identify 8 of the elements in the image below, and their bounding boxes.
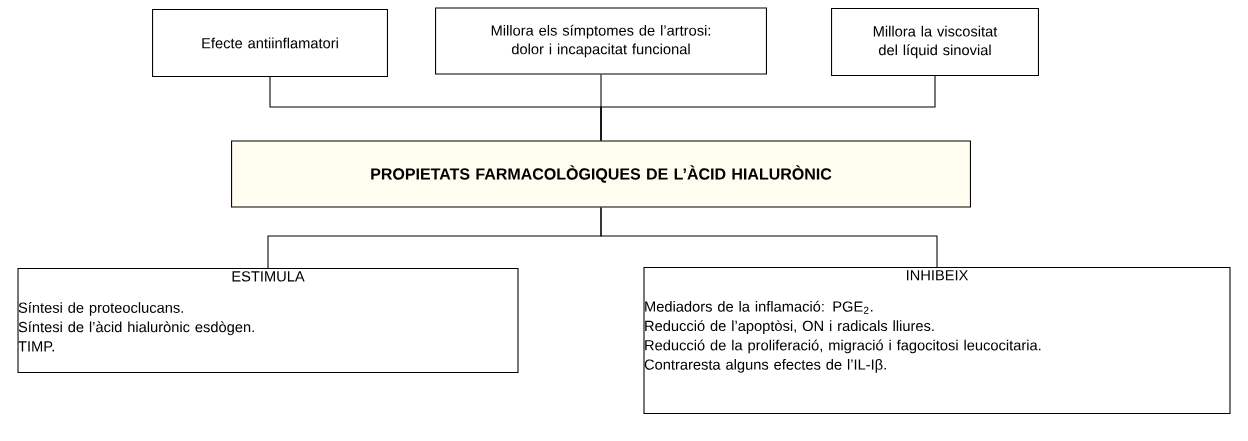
list-box: INHIBEIX Mediadors de la inflamació: PGE$_{2}$. Reducció de l’apoptòsi, ON i radicals lliures. Reducció de la proliferació, migració i fagocitosi leucocitaria. Contraresta alguns efectes de l’IL-Iβ. — [643, 267, 1231, 415]
connector-line — [600, 207, 938, 268]
text-box: Efecte antiinflamatori — [152, 9, 388, 77]
text-box: Millora els símptomes de l’artrosi: dolor i incapacitat funcional — [435, 7, 767, 75]
connector-line — [600, 75, 936, 141]
text-box: Millora la viscositat del líquid sinovial — [831, 8, 1039, 76]
list-box: ESTIMULA Síntesi de proteoclucans. Síntesi de l’àcid hialurònic esdògen. TIMP. — [17, 268, 519, 374]
title-box: PROPIETATS FARMACOLÒGIQUES DE L’ÀCID HIALURÒNIC — [231, 140, 971, 208]
